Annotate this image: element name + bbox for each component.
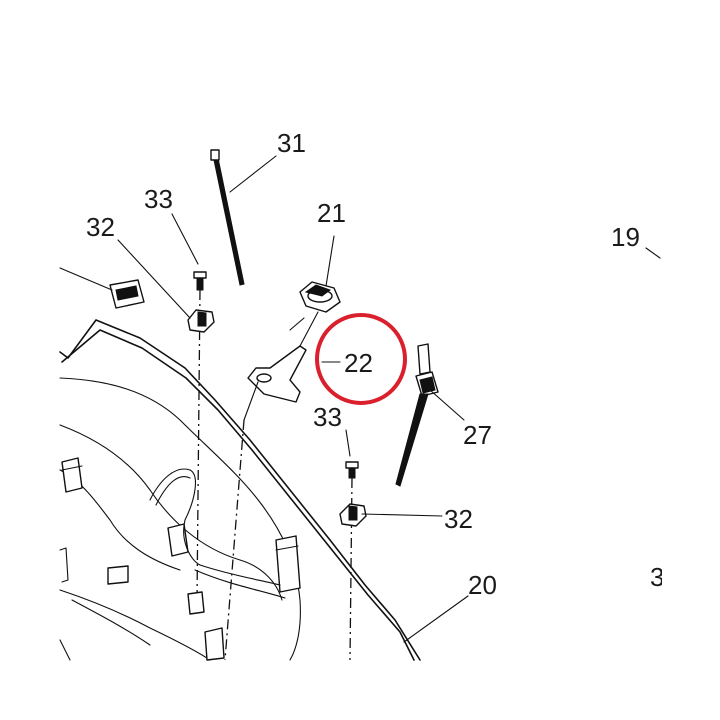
clip-lower-left	[187, 591, 205, 615]
cable-tie-31	[210, 149, 245, 286]
callout-32-bottom: 32	[444, 504, 473, 534]
axis-line-22	[224, 419, 245, 661]
bracket-22	[243, 311, 319, 421]
clip-nut-32-top	[187, 309, 215, 333]
callout-partial: 3	[650, 562, 664, 592]
callout-19: 19	[611, 222, 640, 252]
grommet-21	[299, 281, 341, 313]
highlight-circle	[315, 313, 407, 405]
callout-31: 31	[277, 128, 306, 158]
callout-21: 21	[317, 198, 346, 228]
leader-lines	[117, 155, 661, 643]
screw-33-mid	[345, 461, 359, 661]
cable-tie-27	[395, 343, 439, 487]
screw-33-top	[193, 271, 207, 601]
callout-32-top: 32	[86, 212, 115, 242]
crop-mask	[662, 540, 720, 620]
callout-27: 27	[463, 420, 492, 450]
clip-nut-32-bottom	[339, 503, 367, 527]
callout-22: 22	[344, 348, 373, 378]
callout-33-top: 33	[144, 184, 173, 214]
callout-33-mid: 33	[313, 402, 342, 432]
housing-panel-20	[59, 267, 421, 661]
callout-20: 20	[468, 570, 497, 600]
